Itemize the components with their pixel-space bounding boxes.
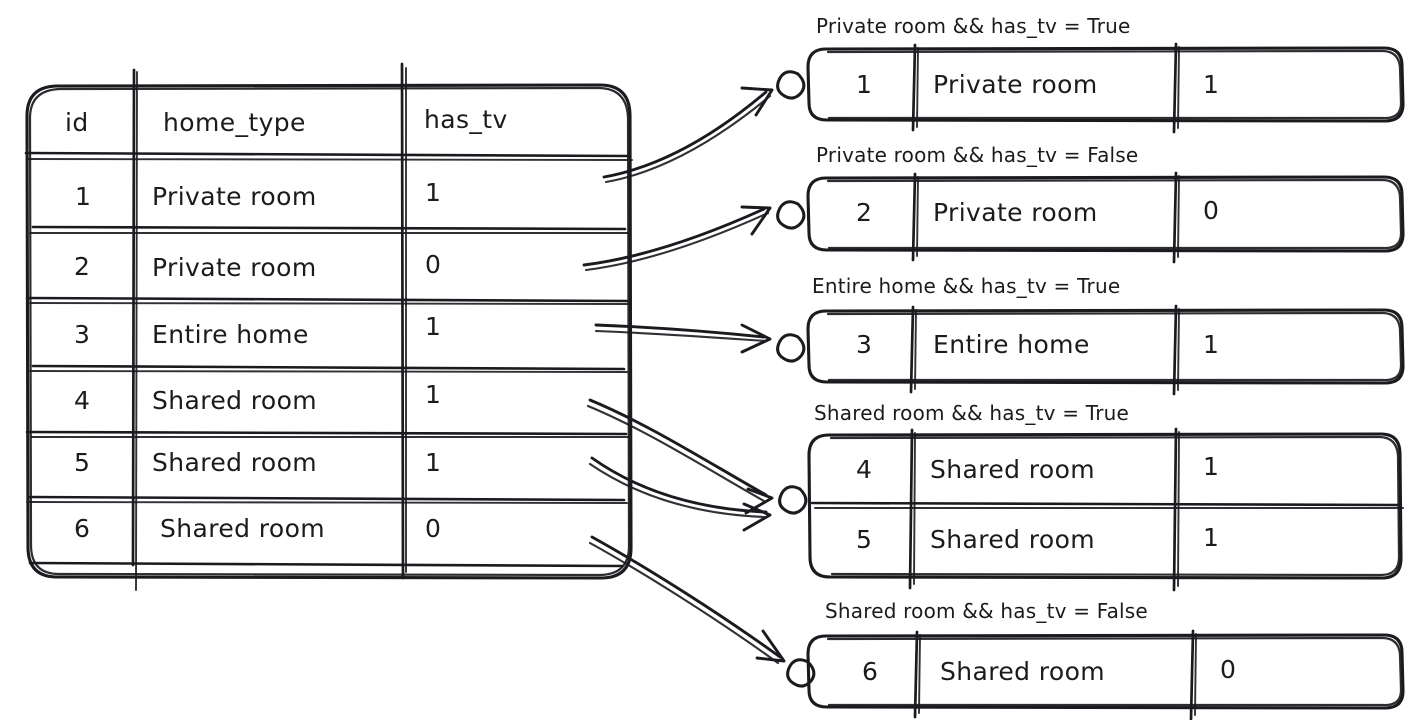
group-label: Shared room && has_tv = False bbox=[825, 599, 1148, 623]
source-table-row-rules bbox=[24, 151, 633, 568]
cell-home-type: Private room bbox=[933, 70, 1098, 99]
cell-id: 4 bbox=[74, 386, 91, 415]
arrow-row-2 bbox=[582, 205, 772, 272]
cell-id: 3 bbox=[74, 320, 91, 349]
source-table-outline bbox=[25, 83, 633, 580]
cell-id: 3 bbox=[856, 330, 873, 359]
group-label: Private room && has_tv = False bbox=[816, 143, 1139, 167]
cell-home-type: Shared room bbox=[152, 386, 318, 415]
arrow-row-6 bbox=[588, 535, 786, 665]
cell-id: 5 bbox=[856, 525, 873, 554]
cell-has-tv: 1 bbox=[1203, 452, 1220, 481]
group-box-2 bbox=[806, 171, 1405, 264]
cell-has-tv: 1 bbox=[425, 312, 442, 341]
cell-home-type: Shared room bbox=[930, 455, 1096, 484]
cell-id: 2 bbox=[74, 252, 91, 281]
cell-has-tv: 1 bbox=[1203, 330, 1220, 359]
cell-id: 4 bbox=[856, 455, 873, 484]
arrow-row-5 bbox=[588, 456, 772, 532]
cell-id: 1 bbox=[856, 70, 873, 99]
cell-has-tv: 0 bbox=[425, 514, 442, 543]
cell-home-type: Entire home bbox=[152, 320, 309, 349]
arrow-row-1 bbox=[602, 86, 774, 184]
arrow-row-4 bbox=[586, 398, 774, 515]
cell-has-tv: 0 bbox=[425, 250, 442, 279]
cell-id: 2 bbox=[856, 198, 873, 227]
source-table-header-home-type: home_type bbox=[163, 108, 306, 137]
arrow-row-3 bbox=[594, 323, 772, 354]
cell-home-type: Entire home bbox=[933, 330, 1090, 359]
connector-nodes bbox=[776, 70, 816, 688]
cell-has-tv: 1 bbox=[425, 178, 442, 207]
cell-has-tv: 1 bbox=[425, 380, 442, 409]
source-table-header-has-tv: has_tv bbox=[424, 105, 508, 134]
cell-home-type: Shared room bbox=[160, 514, 326, 543]
cell-home-type: Private room bbox=[152, 253, 317, 282]
source-table-header-id: id bbox=[65, 108, 89, 137]
cell-has-tv: 0 bbox=[1220, 655, 1237, 684]
group-label: Entire home && has_tv = True bbox=[812, 274, 1121, 298]
cell-id: 6 bbox=[74, 514, 91, 543]
cell-home-type: Private room bbox=[933, 198, 1098, 227]
cell-has-tv: 1 bbox=[1203, 523, 1220, 552]
group-label: Shared room && has_tv = True bbox=[814, 401, 1129, 425]
group-box-4 bbox=[807, 427, 1404, 592]
cell-has-tv: 1 bbox=[1203, 70, 1220, 99]
group-box-3 bbox=[806, 304, 1405, 396]
cell-id: 5 bbox=[74, 448, 91, 477]
group-box-1 bbox=[806, 42, 1405, 134]
cell-has-tv: 1 bbox=[425, 448, 442, 477]
group-box-5 bbox=[806, 629, 1405, 720]
cell-home-type: Private room bbox=[152, 182, 317, 211]
cell-has-tv: 0 bbox=[1203, 196, 1220, 225]
cell-id: 6 bbox=[862, 657, 879, 686]
cell-home-type: Shared room bbox=[940, 657, 1106, 686]
connector-arrows bbox=[582, 86, 786, 665]
group-label: Private room && has_tv = True bbox=[816, 14, 1131, 38]
cell-home-type: Shared room bbox=[930, 525, 1096, 554]
cell-id: 1 bbox=[75, 182, 92, 211]
cell-home-type: Shared room bbox=[152, 448, 318, 477]
